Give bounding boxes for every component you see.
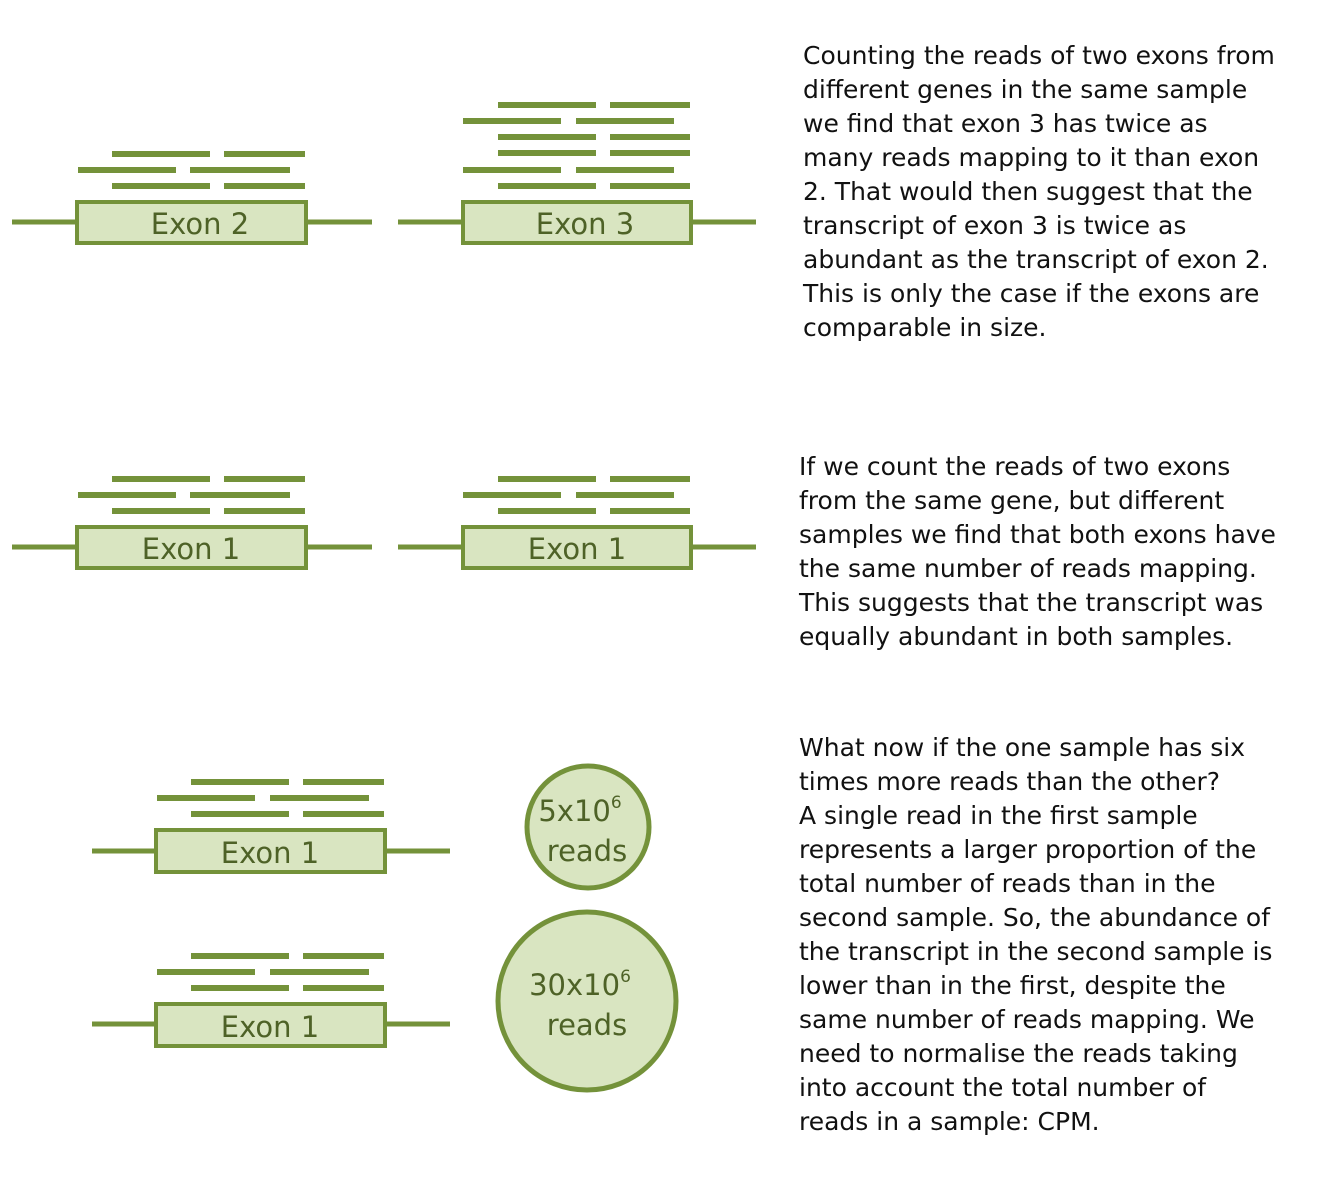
library-size-large-circle: 30x106 reads xyxy=(495,909,679,1093)
exon-label: Exon 1 xyxy=(221,1010,319,1044)
gene-exon-3: Exon 3 xyxy=(398,102,756,245)
exon-label: Exon 2 xyxy=(151,207,249,241)
circle-shape xyxy=(495,909,679,1093)
read-stack xyxy=(463,476,690,514)
gene-exon-1-small-sample: Exon 1 xyxy=(92,779,450,874)
gene-exon-2: Exon 2 xyxy=(12,151,372,245)
read-stack xyxy=(78,151,305,189)
circle-unit: reads xyxy=(547,1008,627,1042)
exon-label: Exon 1 xyxy=(528,532,626,566)
read-stack xyxy=(157,779,384,817)
count-base: 30x10 xyxy=(529,968,620,1002)
explanation-different-genes: Counting the reads of two exons from dif… xyxy=(803,41,1275,342)
gene-exon-1-sample-b: Exon 1 xyxy=(398,476,756,570)
circle-shape xyxy=(524,763,652,891)
exon-box xyxy=(461,525,693,570)
gene-exon-1-sample-a: Exon 1 xyxy=(12,476,372,570)
count-exponent: 6 xyxy=(620,967,631,987)
count-base: 5x10 xyxy=(538,794,611,828)
circle-count: 5x106 xyxy=(538,793,621,828)
circle-unit: reads xyxy=(547,834,627,868)
exon-box xyxy=(75,200,308,245)
exon-box xyxy=(461,200,693,245)
exon-label: Exon 3 xyxy=(536,207,634,241)
exon-box xyxy=(75,525,308,570)
library-size-small-circle: 5x106 reads xyxy=(524,763,652,891)
read-stack xyxy=(463,102,690,189)
read-stack xyxy=(157,953,384,991)
gene-exon-1-large-sample: Exon 1 xyxy=(92,953,450,1048)
explanation-different-samples: If we count the reads of two exons from … xyxy=(799,452,1276,651)
circle-count: 30x106 xyxy=(529,967,631,1002)
exon-box xyxy=(154,828,387,874)
exon-label: Exon 1 xyxy=(142,532,240,566)
exon-box xyxy=(154,1002,387,1048)
read-stack xyxy=(78,476,305,514)
exon-label: Exon 1 xyxy=(221,836,319,870)
explanation-library-size: What now if the one sample has six times… xyxy=(799,733,1273,1136)
count-exponent: 6 xyxy=(611,793,622,813)
